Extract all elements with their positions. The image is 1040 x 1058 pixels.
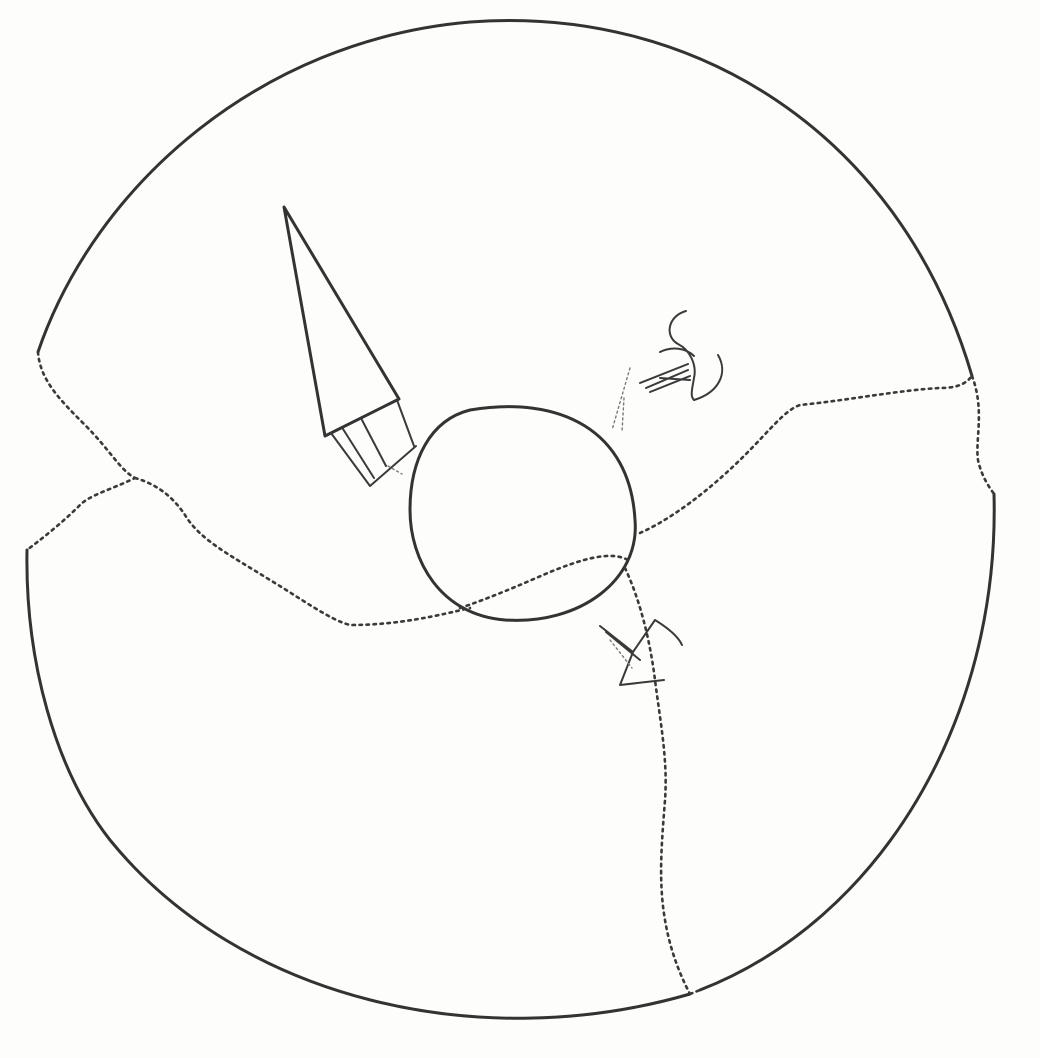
outer-rim-right [698,492,996,992]
curve-motif-arc [659,347,695,357]
fracture-line-left [133,476,472,627]
curve-motif-right [693,354,724,401]
spearhead-blade [282,205,401,438]
spearhead-shaft-trace [387,465,403,475]
scratch-marks [611,367,631,433]
arrow-scratch [609,639,633,669]
fracture-line-bottom [623,566,692,996]
curve-motif-top [668,310,696,401]
spearhead-socket [330,399,417,487]
outer-rim-upper [36,19,974,378]
outer-rim-lower-left [25,548,692,1020]
fracture-line-right [638,374,974,535]
rim-break-right [970,374,996,496]
fracture-line-hole [458,554,630,610]
central-hole [408,405,637,622]
rim-break-bottom [688,988,702,996]
bent-arrow-motif [599,619,683,686]
hatch-strokes [639,363,691,393]
rim-break-left [25,350,137,552]
